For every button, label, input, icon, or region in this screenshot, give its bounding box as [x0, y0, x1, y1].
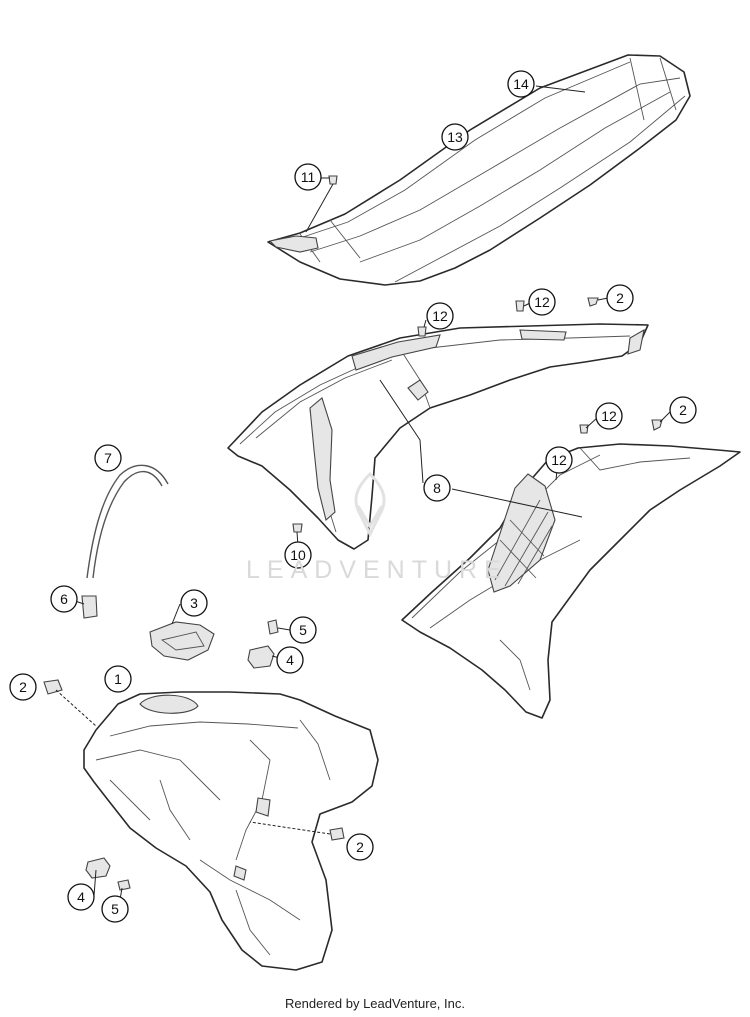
callout-4-b: 4	[67, 883, 95, 911]
callout-1: 1	[104, 665, 132, 693]
callout-11: 11	[294, 163, 322, 191]
fuel-tank	[83, 691, 379, 971]
buffer-lower	[85, 857, 131, 891]
callout-8: 8	[423, 474, 451, 502]
callout-12-d: 12	[545, 446, 573, 474]
svg-text:8: 8	[433, 480, 441, 496]
callout-12-c: 12	[595, 402, 623, 430]
svg-text:4: 4	[286, 652, 294, 668]
callout-12-a: 12	[426, 302, 454, 330]
svg-text:2: 2	[616, 290, 624, 306]
callout-5-a: 5	[289, 616, 317, 644]
vent-hose	[86, 464, 169, 579]
radiator-shroud-left	[227, 323, 649, 550]
svg-text:12: 12	[551, 452, 567, 468]
svg-text:13: 13	[447, 129, 463, 145]
svg-text:12: 12	[432, 308, 448, 324]
tank-screws	[43, 679, 345, 841]
callout-2-a: 2	[606, 284, 634, 312]
svg-text:5: 5	[299, 622, 307, 638]
callout-4-a: 4	[276, 646, 304, 674]
svg-text:7: 7	[104, 450, 112, 466]
filler-cap	[149, 621, 215, 661]
svg-text:3: 3	[190, 595, 198, 611]
exploded-parts-diagram: 14 13 11 12 12 2 12 2 12 7 8 10 6 3 5 4 …	[9, 54, 741, 971]
svg-text:2: 2	[19, 679, 27, 695]
watermark-text: LEADVENTURE	[246, 556, 508, 584]
callout-2-d: 2	[346, 833, 374, 861]
svg-text:2: 2	[679, 402, 687, 418]
footer-credit: Rendered by LeadVenture, Inc.	[285, 996, 465, 1011]
callout-5-b: 5	[101, 895, 129, 923]
callout-14: 14	[507, 70, 535, 98]
callout-7: 7	[94, 444, 122, 472]
callout-12-b: 12	[528, 288, 556, 316]
leadventure-logo-icon	[354, 471, 386, 538]
callout-10: 10	[284, 541, 312, 569]
screw-11	[305, 175, 338, 233]
svg-text:4: 4	[77, 889, 85, 905]
valve-6	[71, 595, 98, 619]
callout-2-c: 2	[9, 673, 37, 701]
svg-text:2: 2	[356, 839, 364, 855]
callout-13: 13	[441, 123, 469, 151]
callout-6: 6	[50, 585, 78, 613]
svg-text:10: 10	[290, 547, 306, 563]
svg-text:11: 11	[301, 169, 316, 185]
radiator-shroud-right	[401, 443, 741, 719]
svg-text:14: 14	[513, 76, 529, 92]
svg-text:12: 12	[601, 408, 617, 424]
svg-text:6: 6	[60, 591, 68, 607]
svg-text:5: 5	[111, 901, 119, 917]
buffer-upper	[247, 619, 279, 669]
svg-text:1: 1	[114, 671, 122, 687]
svg-text:12: 12	[534, 294, 550, 310]
callout-2-b: 2	[669, 396, 697, 424]
seat	[267, 54, 691, 286]
callout-3: 3	[180, 589, 208, 617]
